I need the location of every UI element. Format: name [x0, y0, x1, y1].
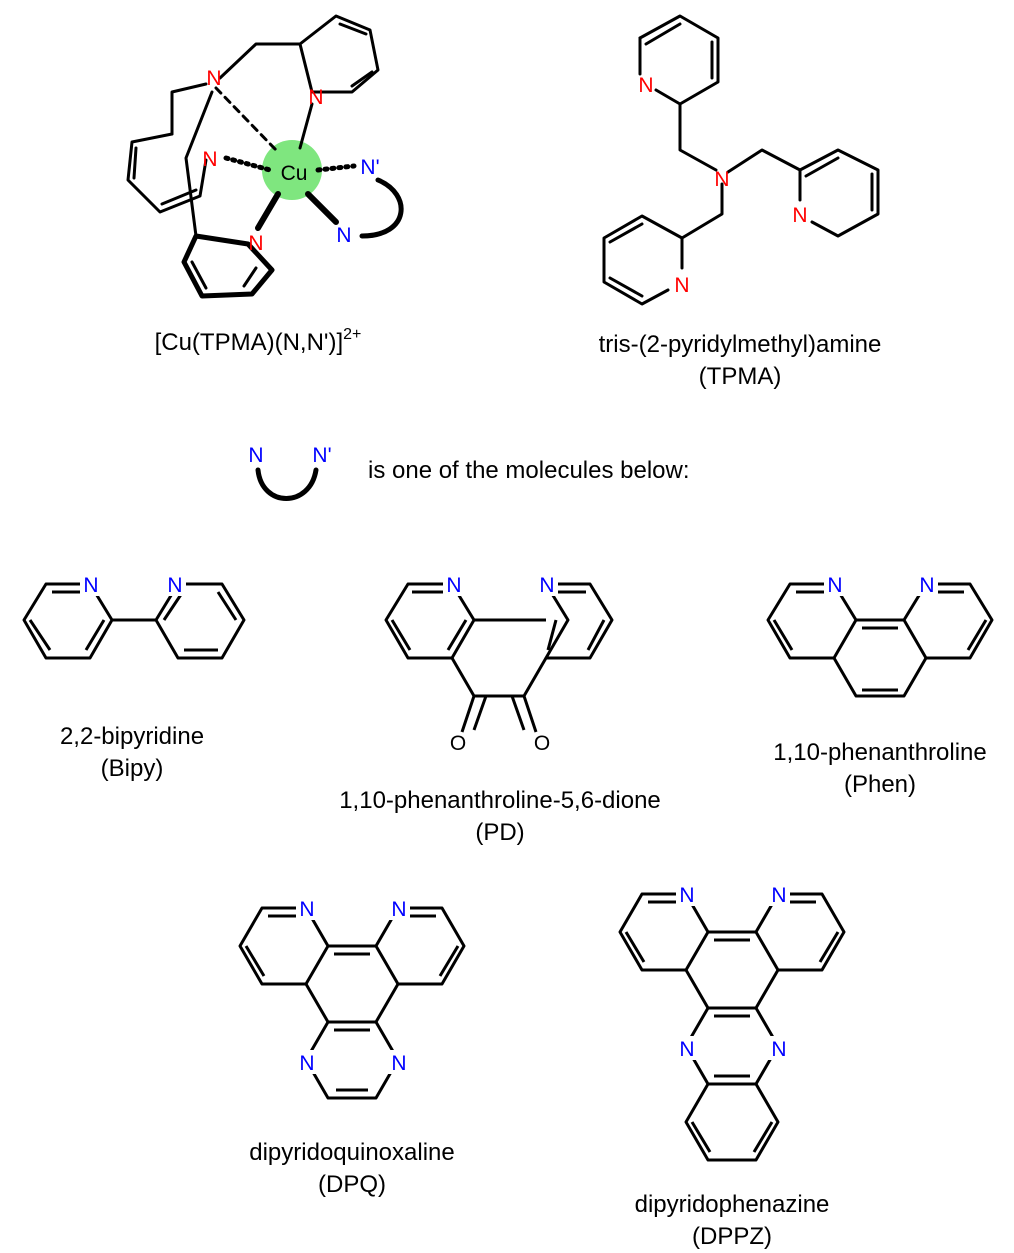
legend-n-prime-atom: N' — [312, 444, 331, 467]
dppz-n-atom-1: N — [679, 884, 694, 907]
dpq-caption: dipyridoquinoxaline — [249, 1139, 454, 1166]
phen-structure — [766, 582, 994, 698]
pd-abbreviation: (PD) — [475, 819, 524, 846]
cu-tpma-complex-structure — [126, 14, 404, 299]
cu-n-wedge-bond — [305, 191, 339, 225]
pyridyl-n-atom-left: N — [202, 148, 217, 171]
methylene-arm-top — [218, 42, 302, 80]
dppz-structure — [618, 892, 846, 1162]
dpq-n-atom-3: N — [299, 1052, 314, 1075]
pyridine-ring-left — [126, 132, 208, 214]
tpma-abbreviation: (TPMA) — [699, 363, 782, 390]
ligand-n-prime-atom: N' — [360, 156, 379, 179]
tpma-arm-top — [678, 102, 718, 172]
copper-atom: Cu — [281, 162, 308, 185]
dpq-structure — [238, 906, 466, 1100]
bipy-n-atom-1: N — [83, 574, 98, 597]
tpma-arm-right — [726, 148, 802, 174]
chelate-arc — [359, 177, 404, 239]
methylene-arm-bottom — [184, 90, 214, 238]
pyridyl-n-atom-bottom: N — [248, 232, 263, 255]
bipy-caption: 2,2-bipyridine — [60, 723, 204, 750]
ligand-n-atom: N — [336, 224, 351, 247]
methylene-arm-left — [170, 82, 208, 136]
complex-atom-labels: N N N N Cu N' N — [202, 67, 379, 255]
dppz-abbreviation: (DPPZ) — [692, 1223, 772, 1250]
dpq-n-atom-1: N — [299, 898, 314, 921]
dppz-n-atom-4: N — [771, 1038, 786, 1061]
tpma-n-atom-top: N — [638, 74, 653, 97]
tpma-n-atom-right: N — [792, 204, 807, 227]
pd-n-atom-2: N — [539, 574, 554, 597]
bipy-structure — [22, 582, 246, 660]
phen-caption: 1,10-phenanthroline — [773, 739, 987, 766]
dppz-n-atom-2: N — [771, 884, 786, 907]
bipy-atom-labels: N N — [80, 572, 186, 597]
pd-structure — [384, 582, 614, 733]
legend-n-atom: N — [248, 444, 263, 467]
dpq-abbreviation: (DPQ) — [318, 1171, 386, 1198]
dpq-n-atom-4: N — [391, 1052, 406, 1075]
tpma-pyridine-ring-top — [638, 14, 720, 106]
complex-caption: [Cu(TPMA)(N,N')]2+ — [155, 326, 362, 356]
tpma-n-atom-left: N — [674, 274, 689, 297]
dppz-caption: dipyridophenazine — [635, 1191, 830, 1218]
cu-n-apical-dashed-bond — [214, 86, 278, 152]
cu-n-prime-hashed-bond — [315, 163, 357, 173]
tpma-pyridine-ring-left — [602, 214, 684, 306]
dpq-atom-labels: N N N N — [296, 896, 410, 1075]
apical-n-atom: N — [206, 67, 221, 90]
tpma-caption: tris-(2-pyridylmethyl)amine — [599, 331, 882, 358]
legend-text: is one of the molecules below: — [368, 457, 690, 484]
pyridyl-n-atom-top: N — [308, 86, 323, 109]
pyridine-ring-top — [298, 14, 380, 94]
dpq-n-atom-2: N — [391, 898, 406, 921]
cu-n-bottom-wedge-bond — [255, 191, 281, 231]
pyridine-ring-bottom — [181, 233, 275, 299]
phen-n-atom-2: N — [919, 574, 934, 597]
tpma-structure — [602, 14, 880, 306]
pd-caption: 1,10-phenanthroline-5,6-dione — [339, 787, 661, 814]
bipy-n-atom-2: N — [167, 574, 182, 597]
pd-atom-labels: N N O O — [443, 572, 558, 755]
legend-chelate-arc — [255, 467, 319, 501]
cu-n-bond-top — [298, 102, 314, 150]
phen-abbreviation: (Phen) — [844, 771, 916, 798]
pd-n-atom-1: N — [446, 574, 461, 597]
pd-o-atom-2: O — [534, 732, 550, 755]
tpma-central-n-atom: N — [714, 168, 729, 191]
phen-atom-labels: N N — [824, 572, 938, 597]
dppz-atom-labels: N N N N — [676, 882, 790, 1061]
pd-o-atom-1: O — [450, 732, 466, 755]
tpma-atom-labels: N N N N — [638, 74, 807, 297]
copper-center-highlight — [262, 140, 322, 200]
cu-n-left-hashed-bond — [223, 155, 273, 173]
tpma-arm-left — [680, 182, 724, 240]
dppz-n-atom-3: N — [679, 1038, 694, 1061]
phen-n-atom-1: N — [827, 574, 842, 597]
tpma-pyridine-ring-right — [798, 148, 880, 238]
bipy-abbreviation: (Bipy) — [101, 755, 164, 782]
